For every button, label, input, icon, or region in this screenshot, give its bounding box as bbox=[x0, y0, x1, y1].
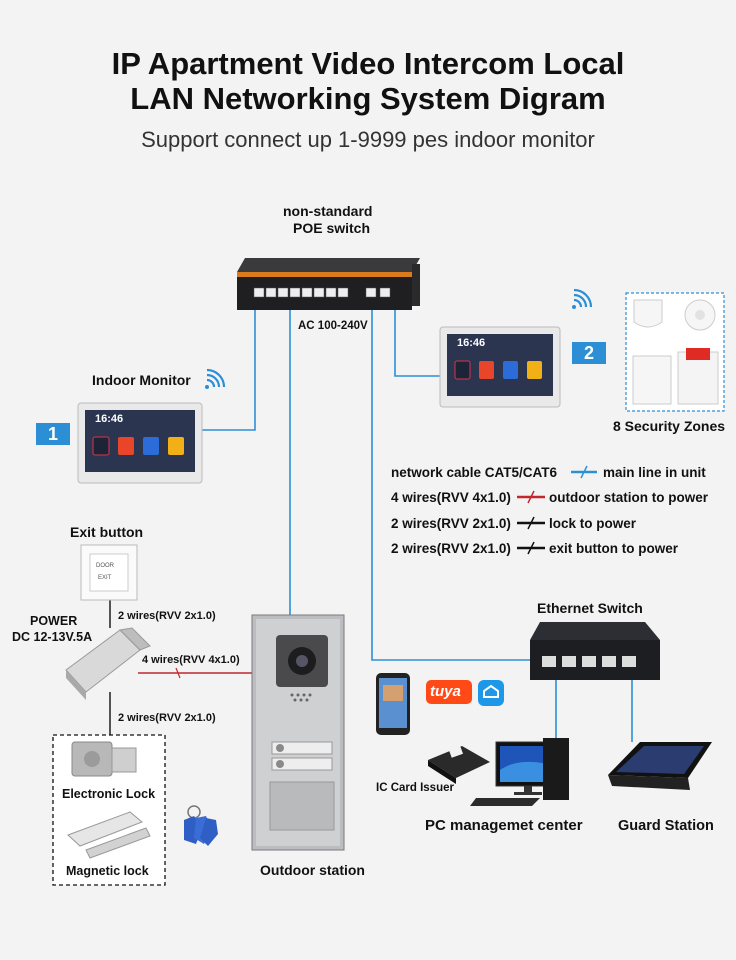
power-label-line-1: POWER bbox=[30, 614, 78, 628]
wire-power-to-lock-label: 2 wires(RVV 2x1.0) bbox=[118, 712, 216, 724]
exit-button-text-door: DOOR bbox=[96, 563, 114, 569]
security-zones-label: 8 Security Zones bbox=[613, 418, 726, 434]
poe-switch-label-line-1: non-standard bbox=[283, 203, 373, 219]
rfid-keyfobs-icon bbox=[184, 805, 218, 846]
power-supply-device bbox=[65, 627, 151, 700]
legend-network-cable-meaning: main line in unit bbox=[603, 465, 706, 480]
diagram-subtitle: Support connect up 1-9999 pes indoor mon… bbox=[141, 127, 595, 152]
outdoor-station-device bbox=[251, 614, 345, 851]
magnetic-lock-label: Magnetic lock bbox=[66, 864, 149, 878]
indoor-monitor-2-device bbox=[439, 326, 561, 408]
indoor-monitor-1-badge: 1 bbox=[36, 423, 70, 445]
wifi-icon bbox=[205, 368, 226, 389]
exit-button-device bbox=[80, 544, 138, 601]
legend-swatches bbox=[517, 465, 597, 555]
exit-button-text-exit: EXIT bbox=[98, 575, 112, 581]
wire-power-to-outdoor-label: 4 wires(RVV 4x1.0) bbox=[142, 654, 240, 666]
ic-card-issuer-label: IC Card Issuer bbox=[376, 782, 454, 794]
poe-switch-icon bbox=[237, 258, 420, 310]
diagram-title-line-1: IP Apartment Video Intercom Local bbox=[111, 46, 625, 81]
ic-card-issuer-device bbox=[428, 746, 490, 784]
power-label-line-2: DC 12-13V.5A bbox=[12, 630, 93, 644]
legend-lock-wires-label: 2 wires(RVV 2x1.0) bbox=[391, 516, 511, 531]
cable-break-mark bbox=[175, 667, 181, 679]
smart-home-icon bbox=[478, 680, 504, 706]
legend-exit-wires-meaning: exit button to power bbox=[549, 541, 678, 556]
pc-management-center-label: PC managemet center bbox=[425, 817, 583, 834]
indoor-monitor-2-clock: 16:46 bbox=[457, 337, 486, 349]
cable-switch-to-monitor2 bbox=[394, 310, 440, 377]
poe-switch-power-label: AC 100-240V bbox=[298, 320, 368, 332]
indoor-monitor-1-device bbox=[77, 402, 203, 484]
indoor-monitor-1-clock: 16:46 bbox=[95, 413, 124, 425]
ethernet-switch-label: Ethernet Switch bbox=[537, 600, 643, 616]
exit-button-label: Exit button bbox=[70, 524, 144, 540]
wifi-icon bbox=[572, 288, 593, 309]
outdoor-station-label: Outdoor station bbox=[260, 862, 365, 878]
network-cables bbox=[202, 310, 633, 742]
lock-box bbox=[52, 734, 166, 886]
guard-station-device bbox=[608, 742, 712, 790]
wire-exit-to-power-label: 2 wires(RVV 2x1.0) bbox=[118, 610, 216, 622]
diagram-title-line-2: LAN Networking System Digram bbox=[130, 81, 606, 116]
pc-device bbox=[470, 738, 569, 806]
guard-station-label: Guard Station bbox=[618, 818, 714, 834]
legend-4-wires-meaning: outdoor station to power bbox=[549, 490, 708, 505]
legend-exit-wires-label: 2 wires(RVV 2x1.0) bbox=[391, 541, 511, 556]
security-sensors bbox=[625, 292, 725, 412]
poe-switch-ports bbox=[253, 287, 391, 298]
poe-switch-label-line-2: POE switch bbox=[293, 220, 371, 236]
smartphone-icon bbox=[376, 673, 410, 735]
legend-network-cable-label: network cable CAT5/CAT6 bbox=[391, 465, 558, 480]
ethernet-switch-device bbox=[530, 622, 660, 680]
indoor-monitor-2-badge: 2 bbox=[572, 342, 606, 364]
cable-switch-to-ethernet-switch bbox=[371, 310, 535, 661]
legend-lock-wires-meaning: lock to power bbox=[549, 516, 637, 531]
cable-switch-to-monitor1 bbox=[202, 310, 256, 431]
legend-4-wires-label: 4 wires(RVV 4x1.0) bbox=[391, 490, 511, 505]
electronic-lock-label: Electronic Lock bbox=[62, 787, 156, 801]
tuya-logo bbox=[426, 680, 472, 704]
indoor-monitor-label: Indoor Monitor bbox=[92, 372, 191, 388]
tuya-logo-text: tuya bbox=[430, 683, 461, 700]
